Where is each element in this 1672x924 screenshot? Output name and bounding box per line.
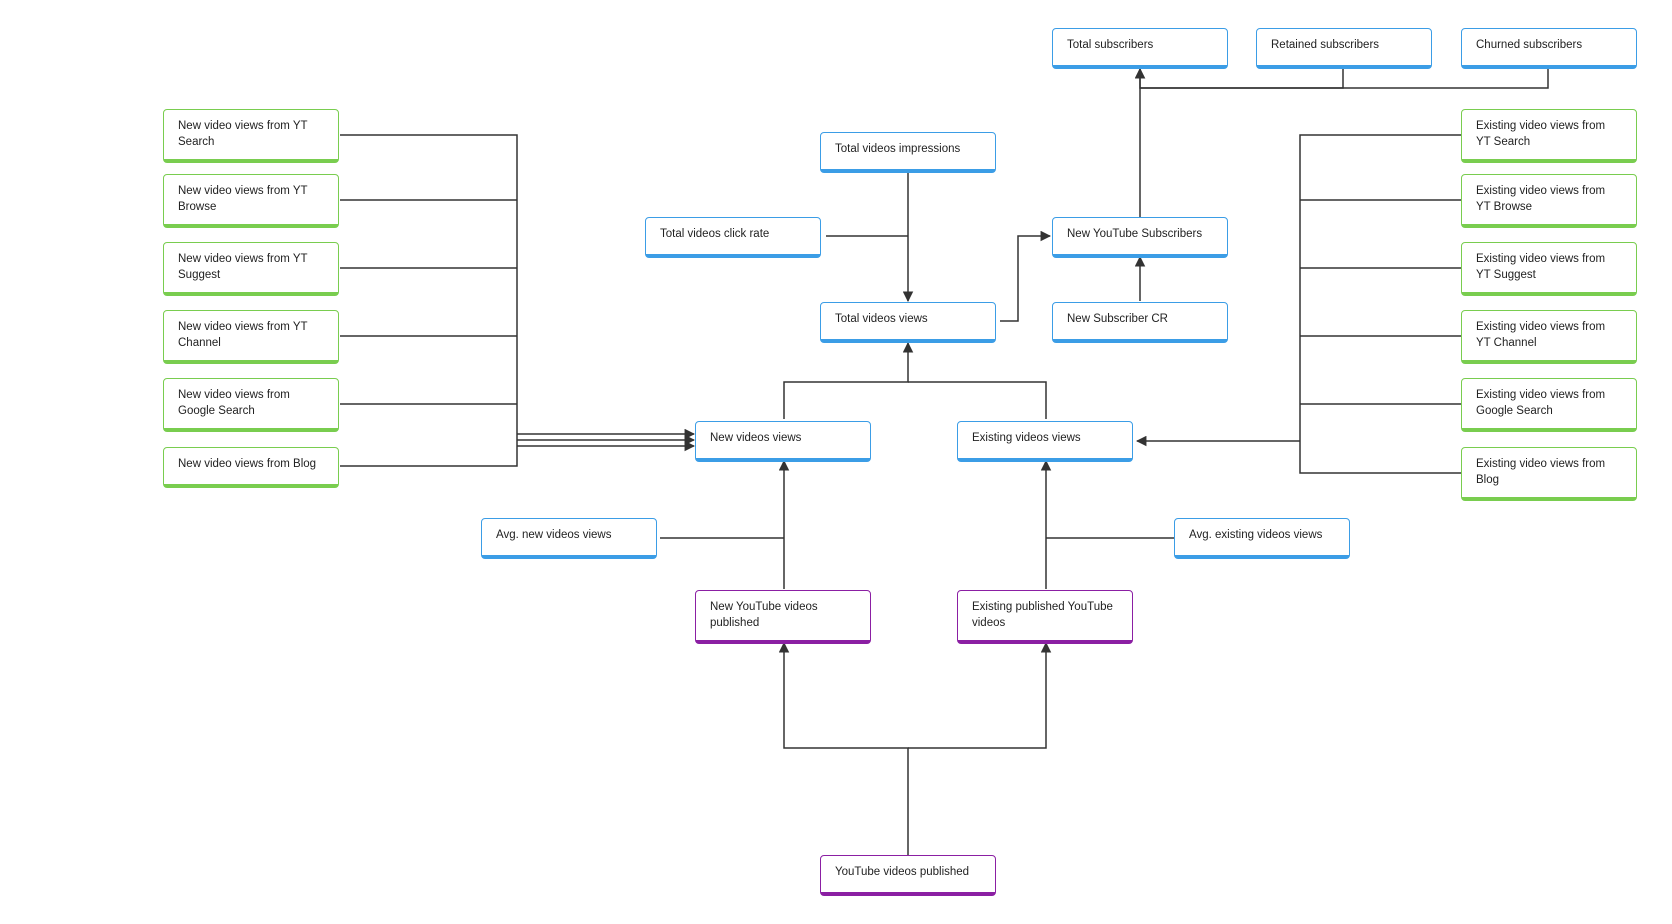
- node-existing-source-yt-suggest[interactable]: Existing video views from YT Suggest: [1461, 242, 1637, 296]
- node-existing-source-yt-channel[interactable]: Existing video views from YT Channel: [1461, 310, 1637, 364]
- node-total-videos-views[interactable]: Total videos views: [820, 302, 996, 343]
- node-existing-published-youtube-videos[interactable]: Existing published YouTube videos: [957, 590, 1133, 644]
- node-avg-existing-videos-views[interactable]: Avg. existing videos views: [1174, 518, 1350, 559]
- node-new-youtube-subscribers[interactable]: New YouTube Subscribers: [1052, 217, 1228, 258]
- node-total-subscribers[interactable]: Total subscribers: [1052, 28, 1228, 69]
- connector-published-to-new-published: [778, 641, 909, 855]
- node-total-videos-impressions[interactable]: Total videos impressions: [820, 132, 996, 173]
- node-new-youtube-videos-published[interactable]: New YouTube videos published: [695, 590, 871, 644]
- node-avg-new-videos-views[interactable]: Avg. new videos views: [481, 518, 657, 559]
- node-new-subscriber-cr[interactable]: New Subscriber CR: [1052, 302, 1228, 343]
- node-new-source-blog[interactable]: New video views from Blog: [163, 447, 339, 488]
- connector-new-source-trunk: [340, 134, 518, 467]
- connector-existing-source-trunk: [1299, 134, 1462, 474]
- node-existing-source-blog[interactable]: Existing video views from Blog: [1461, 447, 1637, 501]
- node-existing-source-yt-browse[interactable]: Existing video views from YT Browse: [1461, 174, 1637, 228]
- node-churned-subscribers[interactable]: Churned subscribers: [1461, 28, 1637, 69]
- node-new-source-yt-suggest[interactable]: New video views from YT Suggest: [163, 242, 339, 296]
- node-new-source-yt-search[interactable]: New video views from YT Search: [163, 109, 339, 163]
- connector-retained-to-total-subscribers: [1134, 66, 1344, 89]
- connector-total-views-to-new-subscribers: [1000, 230, 1052, 322]
- connector-churned-to-total-subscribers: [1140, 66, 1549, 89]
- node-retained-subscribers[interactable]: Retained subscribers: [1256, 28, 1432, 69]
- node-existing-videos-views[interactable]: Existing videos views: [957, 421, 1133, 462]
- node-total-videos-click-rate[interactable]: Total videos click rate: [645, 217, 821, 258]
- node-new-source-yt-channel[interactable]: New video views from YT Channel: [163, 310, 339, 364]
- connector-published-to-existing-published: [908, 641, 1052, 749]
- node-existing-source-google-search[interactable]: Existing video views from Google Search: [1461, 378, 1637, 432]
- node-new-source-google-search[interactable]: New video views from Google Search: [163, 378, 339, 432]
- connector-existing-views-to-total-views: [908, 381, 1047, 419]
- connector-new-views-to-total-views: [783, 341, 914, 419]
- node-new-source-yt-browse[interactable]: New video views from YT Browse: [163, 174, 339, 228]
- node-youtube-videos-published[interactable]: YouTube videos published: [820, 855, 996, 896]
- node-existing-source-yt-search[interactable]: Existing video views from YT Search: [1461, 109, 1637, 163]
- node-new-videos-views[interactable]: New videos views: [695, 421, 871, 462]
